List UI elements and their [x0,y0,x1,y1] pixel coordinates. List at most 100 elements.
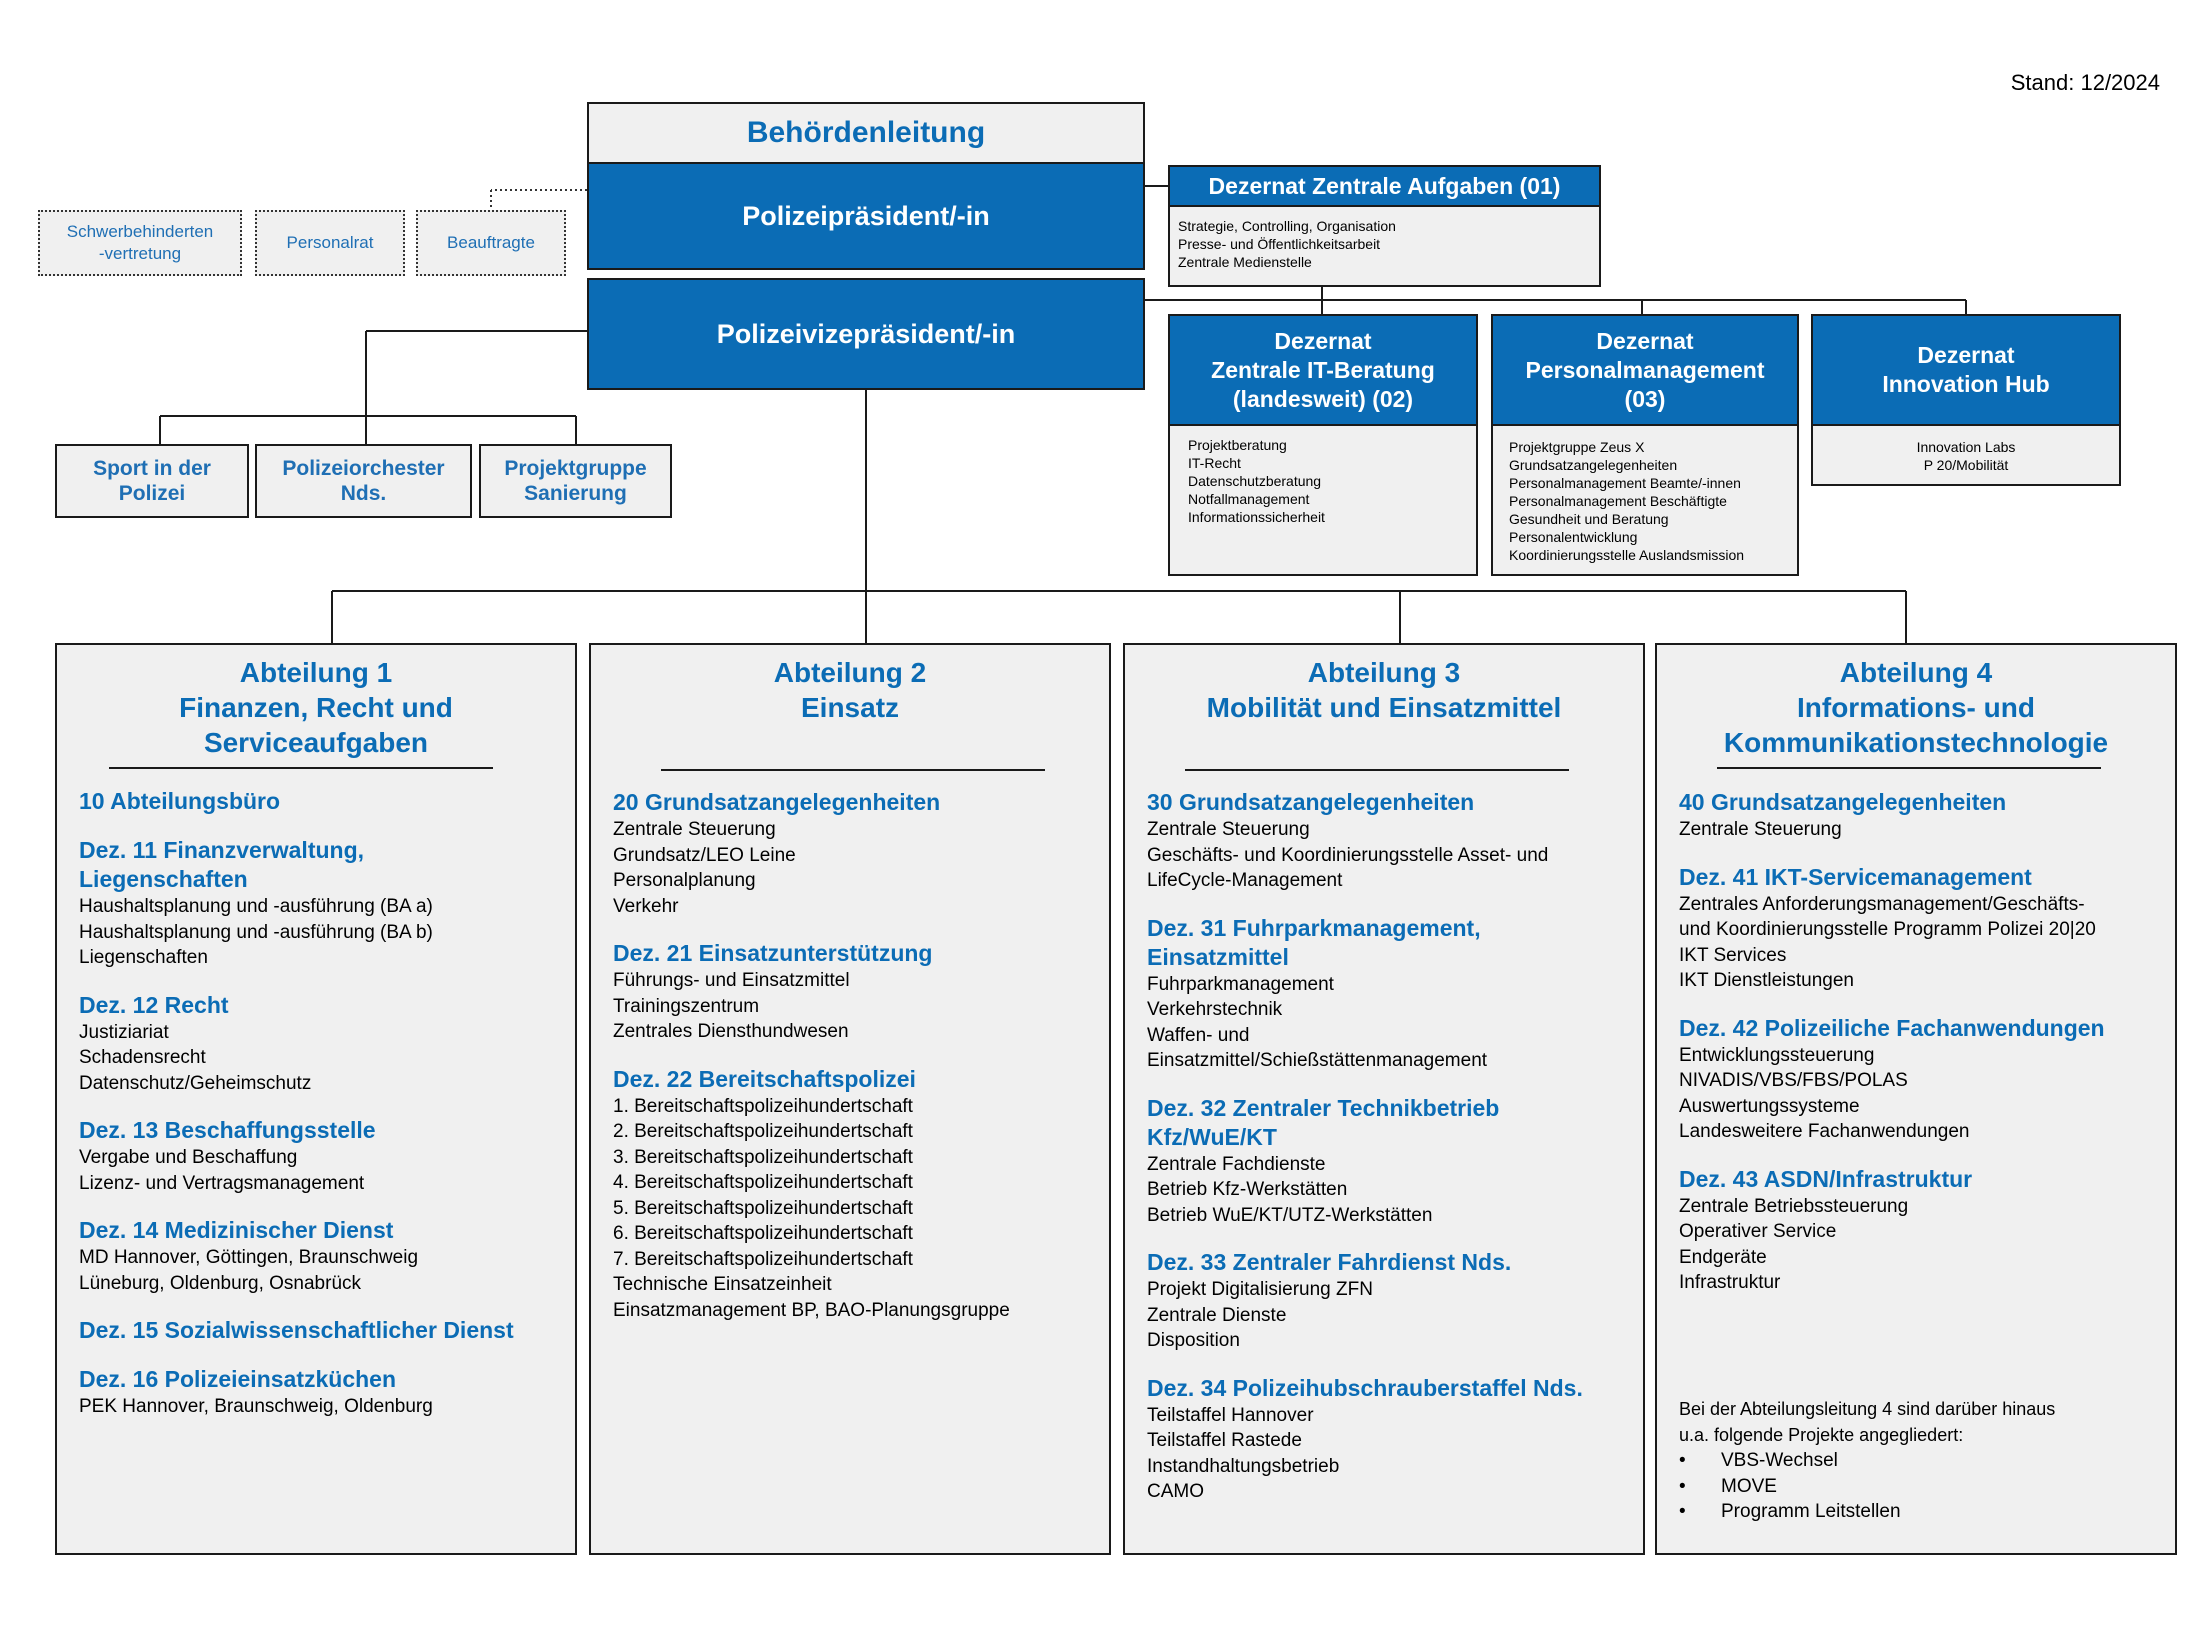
dezernat-innovation-hub-items: Innovation Labs P 20/Mobilität [1811,424,2121,486]
section-line: Disposition [1147,1330,1240,1351]
section-line: CAMO [1147,1481,1204,1502]
section-line: Datenschutz/Geheimschutz [79,1072,312,1094]
section-title: Dez. 42 Polizeiliche Fachanwendungen [1679,1014,2105,1041]
section-line: Haushaltsplanung und -ausführung (BA b) [79,921,433,943]
section-line: Projekt Digitalisierung ZFN [1147,1279,1373,1300]
section-line: Zentrale Steuerung [1147,819,1310,840]
abteilung-1-title-line: Finanzen, Recht und [179,692,453,723]
innovation-hub-item: P 20/Mobilität [1923,457,2009,473]
section-line: 3. Bereitschaftspolizeihundertschaft [613,1146,913,1168]
section-line: MD Hannover, Göttingen, Braunschweig [79,1247,419,1268]
section-line: 1. Bereitschaftspolizeihundertschaft [613,1095,913,1117]
dezernat-01-item: Strategie, Controlling, Organisation [1178,218,1396,234]
section-line: Teilstaffel Rastede [1147,1430,1302,1451]
abteilung-4-title-line: Informations- und [1797,692,2035,723]
dezernat-01-item: Presse- und Öffentlichkeitsarbeit [1178,236,1381,252]
section-line: Betrieb Kfz-Werkstätten [1147,1179,1348,1200]
section-line: Lüneburg, Oldenburg, Osnabrück [79,1272,362,1294]
dezernat-02-item: Datenschutzberatung [1188,473,1322,489]
section: Dez. 22 Bereitschaftspolizei 1. Bereitsc… [613,1065,1101,1324]
section: 40 Grundsatzangelegenheiten Zentrale Ste… [1679,788,2167,843]
schwerbehinderten-line-2: -vertretung [98,244,182,263]
section-title: Dez. 15 Sozialwissenschaftlicher Dienst [79,1317,514,1343]
section-title: Dez. 32 Zentraler Technikbetrieb [1147,1094,1500,1121]
section-line: Lizenz- und Vertragsmanagement [79,1172,365,1194]
abteilung-3-box: Abteilung 3 Mobilität und Einsatzmittel … [1123,643,1645,1555]
polizeipraesident-box: Polizeipräsident/-in [587,162,1145,270]
abteilung-4-box: Abteilung 4 Informations- und Kommunikat… [1655,643,2177,1555]
section-line: Instandhaltungsbetrieb [1147,1455,1340,1477]
section-line: Zentrale Betriebssteuerung [1679,1195,1909,1217]
section-line: Personalplanung [613,870,756,891]
dezernat-03-items: Projektgruppe Zeus X Grundsatzangelegenh… [1491,424,1799,576]
section-line: Einsatzmanagement BP, BAO-Planungsgruppe [613,1299,1010,1321]
polizeivizepraesident-box: Polizeivizepräsident/-in [587,278,1145,390]
abteilung-1-sections: 10 Abteilungsbüro Dez. 11 Finanzverwaltu… [79,787,567,1440]
section-title: Dez. 33 Zentraler Fahrdienst Nds. [1147,1249,1512,1275]
section-line: Waffen- und [1147,1024,1250,1046]
section-title: Dez. 12 Recht [79,991,229,1018]
orchester-line-1: Polizeiorchester [282,457,445,480]
section-line: Betrieb WuE/KT/UTZ-Werkstätten [1147,1204,1433,1226]
project-label: Programm Leitstellen [1721,1501,1901,1522]
section-title: Einsatzmittel [1147,943,1289,970]
section: Dez. 13 Beschaffungsstelle Vergabe und B… [79,1116,567,1196]
dezernat-03-item: Personalmanagement Beschäftigte [1509,493,1727,509]
section-line: Vergabe und Beschaffung [79,1147,298,1168]
section-title: Dez. 41 IKT-Servicemanagement [1679,863,2032,890]
section-title: Kfz/WuE/KT [1147,1123,1277,1150]
section-line: Einsatzmittel/Schießstättenmanagement [1147,1050,1488,1071]
section: Dez. 11 Finanzverwaltung, Liegenschaften… [79,836,567,971]
section-line: Verkehrstechnik [1147,999,1283,1020]
section-title: Dez. 11 Finanzverwaltung, [79,837,365,863]
dezernat-02-item: Informationssicherheit [1188,509,1325,525]
abteilung-1-title-line: Serviceaufgaben [203,727,429,758]
section: Dez. 15 Sozialwissenschaftlicher Dienst [79,1316,567,1345]
innovation-hub-title-line: Dezernat [1917,342,2015,368]
section-line: Verkehr [613,895,679,917]
section-line: 7. Bereitschaftspolizeihundertschaft [613,1248,913,1270]
abteilung-2-title-line: Abteilung 2 [773,657,927,688]
dezernat-01-item: Zentrale Medienstelle [1178,254,1312,270]
project-item: •VBS-Wechsel [1679,1448,2159,1474]
section-line: Zentrales Diensthundwesen [613,1021,849,1042]
section-line: Auswertungssysteme [1679,1095,1860,1117]
abteilung-4-title-line: Abteilung 4 [1839,657,1993,688]
dezernat-03-title-line: Dezernat [1596,327,1694,354]
abteilung-3-divider [1185,769,1569,771]
dezernat-03-item: Personalmanagement Beamte/-innen [1509,475,1741,491]
section-line: Endgeräte [1679,1246,1767,1268]
section-line: Zentrales Anforderungsmanagement/Geschäf… [1679,893,2085,915]
beauftragte-box: Beauftragte [416,210,566,276]
section-line: Fuhrparkmanagement [1147,973,1334,995]
innovation-hub-title-line: Innovation Hub [1882,371,2050,397]
section-line: Zentrale Steuerung [613,819,776,840]
section-line: Führungs- und Einsatzmittel [613,970,850,991]
section: 20 Grundsatzangelegenheiten Zentrale Ste… [613,788,1101,919]
abteilung-2-sections: 20 Grundsatzangelegenheiten Zentrale Ste… [613,788,1101,1343]
abteilung-4-projects-note: Bei der Abteilungsleitung 4 sind darüber… [1679,1397,2159,1525]
abteilung-1-title-line: Abteilung 1 [239,657,393,688]
abteilung-2-title: Abteilung 2 Einsatz [591,655,1109,725]
section-line: Entwicklungssteuerung [1679,1044,1875,1066]
section-title: 10 Abteilungsbüro [79,788,281,814]
section: Dez. 42 Polizeiliche Fachanwendungen Ent… [1679,1014,2167,1145]
abteilung-4-title-line: Kommunikationstechnologie [1723,727,2109,758]
innovation-hub-item: Innovation Labs [1916,439,2016,455]
sport-line-2: Polizei [118,482,186,505]
dezernat-02-title-line: (landesweit) (02) [1232,385,1414,412]
section-line: Haushaltsplanung und -ausführung (BA a) [79,896,433,917]
section: Dez. 43 ASDN/Infrastruktur Zentrale Betr… [1679,1165,2167,1296]
projektgruppe-line-2: Sanierung [524,482,627,505]
section-line: PEK Hannover, Braunschweig, Oldenburg [79,1396,433,1417]
section-line: 4. Bereitschaftspolizeihundertschaft [613,1172,913,1193]
section: Dez. 12 Recht Justiziariat Schadensrecht… [79,991,567,1097]
section-line: Teilstaffel Hannover [1147,1404,1314,1426]
section-line: 6. Bereitschaftspolizeihundertschaft [613,1223,913,1244]
abteilung-2-title-line: Einsatz [800,692,900,723]
